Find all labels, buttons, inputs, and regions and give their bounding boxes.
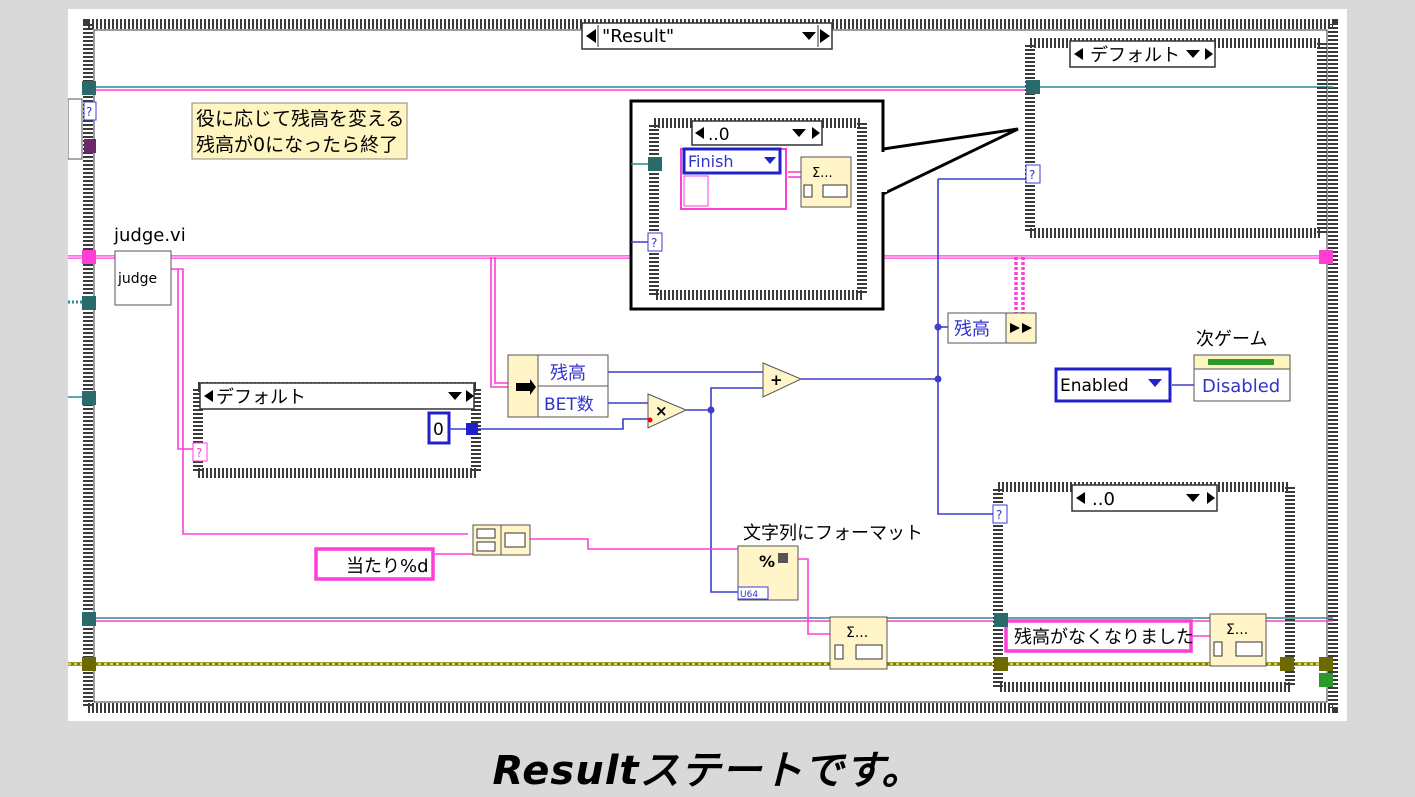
dropdown-arrow-icon[interactable] bbox=[1186, 50, 1200, 58]
bundle-by-name-node[interactable]: 残高 BET数 bbox=[507, 354, 609, 418]
finish-enum-value: Finish bbox=[688, 152, 734, 171]
format-into-string-node[interactable]: 文字列にフォーマット % U64 bbox=[737, 523, 923, 601]
comment-line-2: 残高が0になったら終了 bbox=[196, 134, 398, 156]
next-game-title: 次ゲーム bbox=[1196, 329, 1267, 350]
bundle-field-bet: BET数 bbox=[544, 395, 594, 415]
balance-unbundle[interactable]: 残高 bbox=[947, 312, 1037, 344]
multiply-node[interactable]: × bbox=[647, 393, 688, 429]
no-balance-string-value: 残高がなくなりました bbox=[1014, 627, 1194, 648]
svg-text:?: ? bbox=[1029, 168, 1035, 182]
svg-text:?: ? bbox=[86, 105, 92, 119]
comment-box: 役に応じて残高を変える 残高が0になったら終了 bbox=[191, 102, 408, 160]
increment-arrow-icon[interactable] bbox=[820, 29, 830, 43]
case-selector[interactable]: "Result" bbox=[581, 22, 833, 50]
pink-tunnel[interactable] bbox=[82, 250, 96, 264]
increment-arrow-icon[interactable] bbox=[1205, 48, 1213, 60]
number-to-string-node[interactable] bbox=[472, 524, 531, 556]
decrement-arrow-icon[interactable] bbox=[1074, 48, 1083, 60]
decrement-arrow-icon[interactable] bbox=[586, 29, 596, 43]
callout-case-label: ..0 bbox=[708, 125, 730, 145]
svg-text:?: ? bbox=[651, 236, 657, 250]
no-balance-string-constant[interactable] bbox=[1004, 619, 1193, 653]
enqueue-label: Σ... bbox=[846, 625, 868, 641]
bottom-case-label: ..0 bbox=[1092, 489, 1115, 510]
enqueue-node-middle[interactable]: Σ... bbox=[829, 616, 888, 670]
callout-finish-case[interactable]: ..0 Finish Σ... ? bbox=[629, 99, 1019, 311]
shift-register-tunnel[interactable] bbox=[82, 81, 96, 95]
bundle-field-balance: 残高 bbox=[550, 363, 586, 384]
dropdown-arrow-icon bbox=[764, 157, 776, 164]
next-game-property[interactable]: 次ゲーム Enabled Disabled bbox=[1054, 329, 1291, 403]
dropdown-arrow-icon[interactable] bbox=[448, 392, 462, 400]
enabled-value: Enabled bbox=[1060, 376, 1129, 396]
top-right-default-case[interactable]: デフォルト ? bbox=[1025, 38, 1327, 238]
multiply-icon: × bbox=[655, 402, 668, 420]
finish-enum-constant[interactable] bbox=[682, 147, 782, 175]
enabled-enum-constant[interactable] bbox=[1054, 367, 1172, 403]
increment-arrow-icon[interactable] bbox=[466, 390, 474, 402]
slide-caption: Resultステートです。 bbox=[492, 748, 923, 794]
increment-arrow-icon[interactable] bbox=[812, 127, 820, 139]
decrement-arrow-icon[interactable] bbox=[1076, 492, 1085, 504]
add-node[interactable]: + bbox=[707, 323, 942, 414]
svg-text:Σ...: Σ... bbox=[812, 166, 833, 181]
disabled-value: Disabled bbox=[1202, 376, 1280, 397]
decrement-arrow-icon[interactable] bbox=[695, 127, 704, 139]
numeric-constant[interactable] bbox=[427, 411, 451, 445]
format-node-label: 文字列にフォーマット bbox=[743, 523, 923, 544]
dropdown-arrow-icon[interactable] bbox=[792, 129, 806, 137]
inner-default-case[interactable]: デフォルト 0 ? bbox=[192, 382, 481, 478]
subvi-title: judge.vi bbox=[113, 225, 186, 246]
bottom-zero-case[interactable]: ..0 ? 残高がなくなりました Σ... bbox=[992, 482, 1295, 692]
top-right-case-label: デフォルト bbox=[1090, 45, 1180, 66]
bundle-arrow-icon bbox=[516, 379, 536, 395]
format-string-constant[interactable]: 当たり%d bbox=[314, 547, 435, 581]
percent-icon: % bbox=[759, 552, 775, 571]
increment-arrow-icon[interactable] bbox=[1207, 492, 1215, 504]
dropdown-arrow-icon bbox=[1148, 379, 1162, 387]
type-label: U64 bbox=[740, 590, 758, 600]
inner-case-label: デフォルト bbox=[216, 387, 306, 408]
case-selector-label: "Result" bbox=[602, 26, 674, 47]
format-string-value: 当たり%d bbox=[346, 556, 429, 577]
svg-text:Σ...: Σ... bbox=[1226, 622, 1248, 638]
comment-line-1: 役に応じて残高を変える bbox=[196, 108, 404, 130]
svg-text:?: ? bbox=[996, 508, 1002, 522]
numeric-constant-value: 0 bbox=[433, 420, 444, 440]
block-diagram-canvas: "Result" bbox=[68, 9, 1347, 721]
dropdown-arrow-icon[interactable] bbox=[1186, 494, 1200, 502]
judge-subvi[interactable]: judge.vi judge bbox=[113, 225, 186, 306]
left-terminals: ? bbox=[68, 81, 1333, 687]
svg-text:?: ? bbox=[196, 446, 202, 460]
subvi-label: judge bbox=[117, 271, 157, 287]
add-icon: + bbox=[770, 371, 783, 389]
dropdown-arrow-icon[interactable] bbox=[802, 32, 816, 40]
decrement-arrow-icon[interactable] bbox=[204, 390, 213, 402]
balance-label: 残高 bbox=[954, 319, 990, 340]
